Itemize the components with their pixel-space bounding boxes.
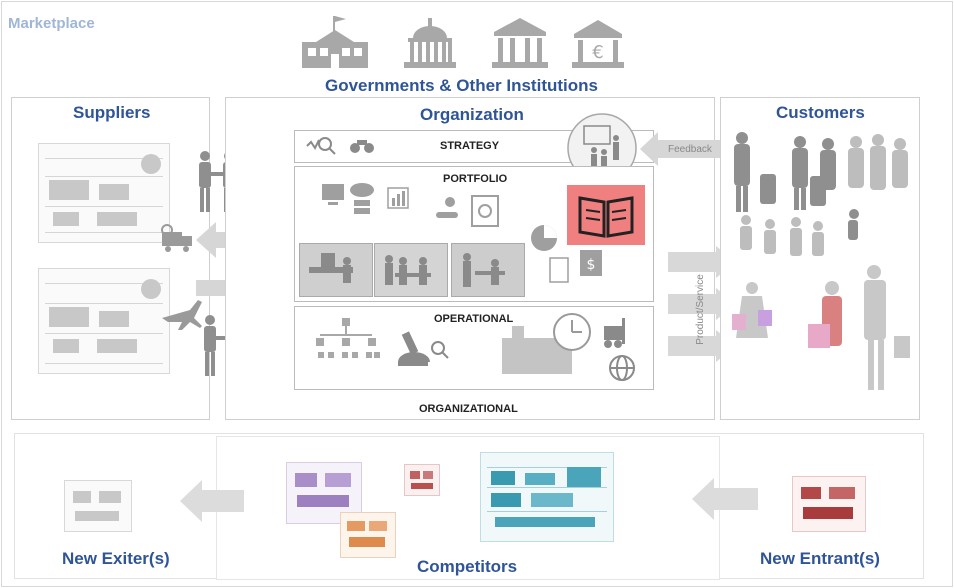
competitor-thumbnail-purple: [286, 462, 362, 524]
bar-chart-icon: [387, 187, 409, 209]
customers-frame: [720, 97, 920, 420]
binoculars-icon: [350, 140, 374, 153]
strategy-label: STRATEGY: [440, 140, 500, 152]
safe-icon: [471, 195, 499, 227]
cloud-server-icon: [350, 183, 374, 214]
book-icon: [578, 196, 634, 238]
suppliers-title: Suppliers: [73, 103, 151, 122]
marketplace-label: Marketplace: [8, 15, 95, 32]
computer-icon: [322, 184, 344, 205]
competitor-thumbnail-teal: [480, 452, 614, 542]
airplane-icon: [162, 300, 202, 330]
portfolio-label: PORTFOLIO: [443, 173, 508, 185]
office-photo-figures: [309, 253, 505, 287]
svg-text:$: $: [587, 257, 596, 273]
report-money-icon: $: [549, 250, 602, 283]
feedback-label: Feedback: [668, 144, 712, 155]
new-exiter-thumbnail: [64, 480, 132, 532]
new-entrant-thumbnail: [792, 476, 866, 532]
search-chart-icon: [306, 137, 336, 155]
org-chart-icon: [316, 318, 380, 358]
operational-icons: [316, 313, 635, 381]
microscope-icon: [398, 331, 430, 366]
competitor-thumbnail-orange: [340, 512, 396, 558]
euro-bank-icon: €: [572, 20, 624, 68]
product-service-label: Product/Service: [694, 274, 706, 345]
competitors-title: Competitors: [417, 557, 518, 576]
truck-icon: [161, 224, 192, 252]
new-entrants-title: New Entrant(s): [760, 549, 880, 568]
forklift-icon: [604, 318, 625, 348]
portfolio-icons: [322, 183, 499, 227]
shopping-people-icon: [732, 132, 910, 390]
strategy-icons: [306, 137, 374, 155]
pie-chart-icon: [531, 225, 557, 251]
magnifier-icon: [431, 341, 449, 359]
operational-box: [294, 306, 654, 390]
bank-icon: [492, 18, 548, 68]
product-service-arrows: [668, 246, 736, 362]
money-hand-icon: [436, 197, 458, 218]
new-exiters-title: New Exiter(s): [62, 549, 170, 568]
governments-title: Governments & Other Institutions: [325, 76, 598, 95]
supplier-org-thumbnail-1: [38, 143, 170, 243]
arrow-from-new-entrants: [692, 478, 758, 520]
customers-title: Customers: [776, 103, 865, 122]
school-building-icon: [302, 16, 368, 68]
organization-title: Organization: [420, 105, 524, 124]
supplier-org-thumbnail-2: [38, 268, 170, 374]
organizational-label: ORGANIZATIONAL: [419, 403, 518, 415]
presentation-icon: [567, 113, 637, 183]
operational-label: OPERATIONAL: [434, 313, 514, 325]
globe-icon: [609, 355, 635, 381]
svg-text:€: €: [592, 42, 603, 63]
feedback-arrow: [640, 132, 722, 166]
clock-icon: [553, 313, 591, 351]
competitor-thumbnail-red-small: [404, 464, 440, 496]
capitol-icon: [404, 18, 456, 68]
governments-icons: €: [302, 16, 624, 68]
arrow-to-new-exiters: [180, 480, 244, 522]
